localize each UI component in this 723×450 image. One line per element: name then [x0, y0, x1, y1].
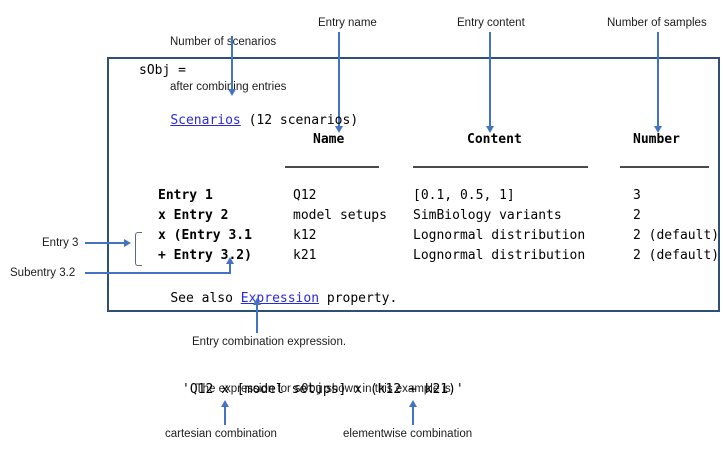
column-header-number: Number [633, 132, 680, 147]
arrow-line [657, 32, 659, 126]
up-arrow-icon [221, 400, 229, 407]
row-number: 2 (default) [633, 248, 720, 263]
console-box [107, 57, 720, 312]
label-cartesian: cartesian combination [165, 428, 277, 440]
row-number: 3 [633, 188, 641, 203]
row-content: [0.1, 0.5, 1] [413, 188, 515, 203]
column-header-name: Name [313, 132, 345, 147]
arrow-line [489, 32, 491, 126]
entry3-group-brace [135, 232, 142, 266]
arrow-line [231, 36, 233, 89]
down-arrow-icon [335, 126, 343, 133]
arrow-line [224, 407, 226, 425]
row-content: SimBiology variants [413, 208, 562, 223]
label-number-of-samples: Number of samples [607, 17, 707, 29]
see-also-line: See also Expression property. [139, 278, 397, 320]
see-also-pre: See also [170, 291, 241, 306]
label-subentry32: Subentry 3.2 [10, 267, 76, 279]
arrow-line [412, 407, 414, 425]
console-prompt: sObj = [139, 63, 186, 78]
scenarios-link[interactable]: Scenarios [170, 113, 241, 128]
header-rule-name [285, 166, 379, 168]
row-entry: + Entry 3.2) [158, 248, 252, 263]
row-content: Lognormal distribution [413, 228, 586, 243]
row-entry: x (Entry 3.1 [158, 228, 252, 243]
right-arrow-icon [124, 239, 131, 247]
scenarios-line: Scenarios (12 scenarios) [139, 100, 358, 142]
up-arrow-icon [253, 298, 261, 305]
row-entry: Entry 1 [158, 188, 213, 203]
scenarios-count: (12 scenarios) [240, 113, 359, 128]
row-number: 2 [633, 208, 641, 223]
see-also-post: property. [319, 291, 398, 306]
down-arrow-icon [654, 126, 662, 133]
sentence-code: sObj [294, 381, 323, 395]
row-content: Lognormal distribution [413, 248, 586, 263]
header-rule-number [620, 166, 709, 168]
row-name: k21 [293, 248, 317, 263]
row-entry: x Entry 2 [158, 208, 229, 223]
label-entry-content: Entry content [457, 17, 525, 29]
up-arrow-icon [409, 400, 417, 407]
down-arrow-icon [228, 89, 236, 96]
expression-code: 'Q12 x [model setups] x (k12 + k21)' [182, 382, 464, 397]
header-rule-content [413, 166, 588, 168]
row-name: model setups [293, 208, 387, 223]
row-name: Q12 [293, 188, 317, 203]
row-number: 2 (default) [633, 228, 720, 243]
up-arrow-icon [226, 257, 234, 264]
down-arrow-icon [486, 126, 494, 133]
label-entry-name: Entry name [318, 17, 377, 29]
label-entry3: Entry 3 [42, 237, 79, 249]
label-expression: Entry combination expression. [192, 336, 347, 348]
example-sentence: The expression for sObj shown in this ex… [183, 366, 454, 412]
arrow-line-horizontal [85, 272, 231, 274]
arrow-line [85, 242, 124, 244]
arrow-line [256, 305, 258, 333]
label-elementwise: elementwise combination [343, 428, 473, 440]
arrow-line [338, 32, 340, 126]
row-name: k12 [293, 228, 317, 243]
column-header-content: Content [467, 132, 522, 147]
arrow-line-vertical [229, 264, 231, 274]
sentence-post: shown in this example is: [322, 383, 454, 395]
sentence-pre: The expression for [195, 383, 295, 395]
label-scenario-count-line1: Number of scenarios [170, 36, 277, 48]
